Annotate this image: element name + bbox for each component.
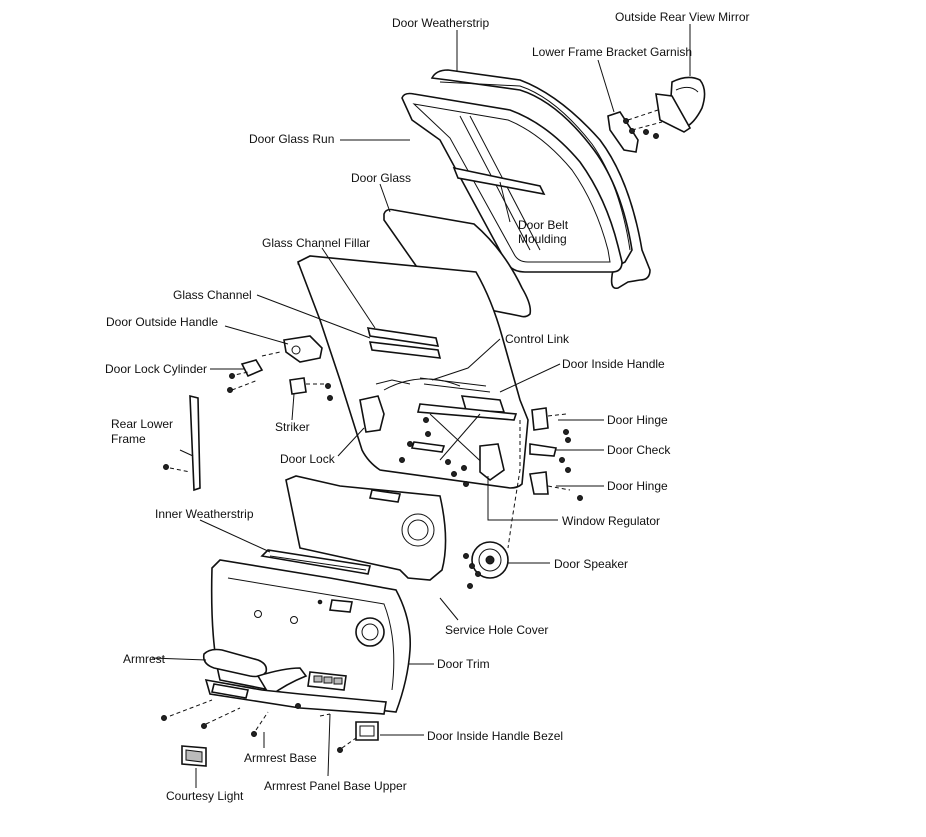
label-door-hinge-upper: Door Hinge <box>607 413 668 427</box>
service-hole-cover-part <box>285 475 447 581</box>
door-panel-part <box>296 255 529 549</box>
label-service-hole-cover: Service Hole Cover <box>445 623 548 637</box>
label-door-hinge-lower: Door Hinge <box>607 479 668 493</box>
door-lock-cylinder-part <box>227 351 281 393</box>
label-door-check: Door Check <box>607 443 671 457</box>
label-door-outside-handle: Door Outside Handle <box>106 315 218 329</box>
leader-lines <box>151 24 691 788</box>
armrest-part <box>202 648 308 698</box>
label-armrest-base: Armrest Base <box>244 751 317 765</box>
label-outside-rear-view-mirror: Outside Rear View Mirror <box>615 10 749 24</box>
label-door-lock: Door Lock <box>280 452 336 466</box>
window-regulator-part <box>399 403 518 487</box>
label-door-glass-run: Door Glass Run <box>249 132 334 146</box>
label-control-link: Control Link <box>505 332 570 346</box>
label-door-weatherstrip: Door Weatherstrip <box>392 16 489 30</box>
label-armrest-panel-base-upper: Armrest Panel Base Upper <box>264 779 407 793</box>
label-courtesy-light: Courtesy Light <box>166 789 244 803</box>
door-belt-moulding-part <box>452 166 546 196</box>
striker-part <box>289 377 333 401</box>
label-door-belt-moulding-1: Door Belt <box>518 218 569 232</box>
label-rear-lower-frame-1: Rear Lower <box>111 417 173 431</box>
label-armrest: Armrest <box>123 652 166 666</box>
courtesy-light-part <box>181 745 207 767</box>
armrest-base-part <box>161 671 387 737</box>
rear-lower-frame-part <box>163 394 201 492</box>
label-striker: Striker <box>275 420 310 434</box>
label-door-lock-cylinder: Door Lock Cylinder <box>105 362 207 376</box>
lower-frame-bracket-garnish-part <box>607 111 639 153</box>
door-outside-handle-part <box>283 335 323 363</box>
label-lower-frame-bracket-garnish: Lower Frame Bracket Garnish <box>532 45 692 59</box>
control-link-part <box>419 377 491 393</box>
label-window-regulator: Window Regulator <box>562 514 660 528</box>
inner-weatherstrip-part <box>260 549 371 575</box>
label-door-inside-handle: Door Inside Handle <box>562 357 665 371</box>
label-glass-channel: Glass Channel <box>173 288 252 302</box>
door-lock-part <box>359 378 461 433</box>
label-door-belt-moulding-2: Moulding <box>518 232 567 246</box>
label-door-trim: Door Trim <box>437 657 490 671</box>
outside-rear-view-mirror-part <box>623 76 706 139</box>
door-hinges-part <box>529 407 583 501</box>
door-speaker-part <box>463 541 509 589</box>
door-weatherstrip-part <box>430 69 651 290</box>
label-door-speaker: Door Speaker <box>554 557 628 571</box>
label-door-inside-handle-bezel: Door Inside Handle Bezel <box>427 729 563 743</box>
label-glass-channel-fillar: Glass Channel Fillar <box>262 236 370 250</box>
door-glass-part <box>383 208 532 318</box>
glass-channel-part <box>366 327 442 359</box>
label-inner-weatherstrip: Inner Weatherstrip <box>155 507 254 521</box>
label-door-glass: Door Glass <box>351 171 411 185</box>
door-inside-handle-bezel-part <box>337 721 379 753</box>
label-rear-lower-frame-2: Frame <box>111 432 146 446</box>
